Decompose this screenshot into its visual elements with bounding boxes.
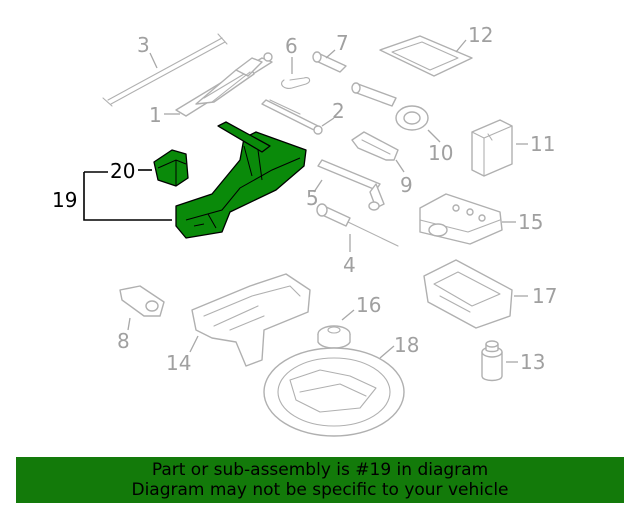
part-19-tool-tray[interactable] <box>175 121 307 239</box>
info-banner: Part or sub-assembly is #19 in diagram D… <box>16 457 624 503</box>
callout-9: 9 <box>400 173 413 197</box>
callout-13: 13 <box>520 350 545 374</box>
part-14-insert[interactable] <box>191 273 311 367</box>
part-15-bracket[interactable] <box>419 193 503 245</box>
callout-20: 20 <box>110 159 135 183</box>
part-17-tray[interactable] <box>423 259 513 329</box>
part-2-rod[interactable] <box>261 99 323 135</box>
callout-16: 16 <box>356 293 381 317</box>
part-5-wrench[interactable] <box>317 159 385 211</box>
parts-diagram: 3 1 6 7 12 2 10 <box>52 23 557 437</box>
callout-12: 12 <box>468 23 493 47</box>
callout-6: 6 <box>285 34 298 58</box>
callout-2: 2 <box>332 99 345 123</box>
part-9-clip[interactable] <box>351 131 399 161</box>
part-20-cap[interactable] <box>153 149 189 187</box>
callout-5: 5 <box>306 186 319 210</box>
banner-line-1: Part or sub-assembly is #19 in diagram <box>151 460 489 480</box>
callout-15: 15 <box>518 210 543 234</box>
part-12-mat[interactable] <box>379 35 473 77</box>
part-18-well[interactable] <box>263 347 405 437</box>
part-11-box[interactable] <box>471 119 513 177</box>
part-16-knob[interactable] <box>317 325 351 349</box>
callout-8: 8 <box>117 329 130 353</box>
callout-14: 14 <box>166 351 191 375</box>
part-10-tow-eye[interactable] <box>351 82 429 131</box>
part-1-jack[interactable] <box>175 52 273 117</box>
part-4-screwdriver[interactable] <box>316 203 399 247</box>
part-7-pin[interactable] <box>312 51 347 73</box>
callout-10: 10 <box>428 141 453 165</box>
banner-line-2: Diagram may not be specific to your vehi… <box>131 480 509 500</box>
callout-1: 1 <box>149 103 162 127</box>
part-6-hook[interactable] <box>281 77 311 89</box>
part-13-cylinder[interactable] <box>481 340 503 382</box>
callout-19: 19 <box>52 188 77 212</box>
callout-4: 4 <box>343 253 356 277</box>
callout-11: 11 <box>530 132 555 156</box>
callout-3: 3 <box>137 33 150 57</box>
callout-17: 17 <box>532 284 557 308</box>
callout-18: 18 <box>394 333 419 357</box>
callout-7: 7 <box>336 31 349 55</box>
part-3-strap[interactable] <box>102 33 228 107</box>
part-8-bolt[interactable] <box>119 285 165 317</box>
